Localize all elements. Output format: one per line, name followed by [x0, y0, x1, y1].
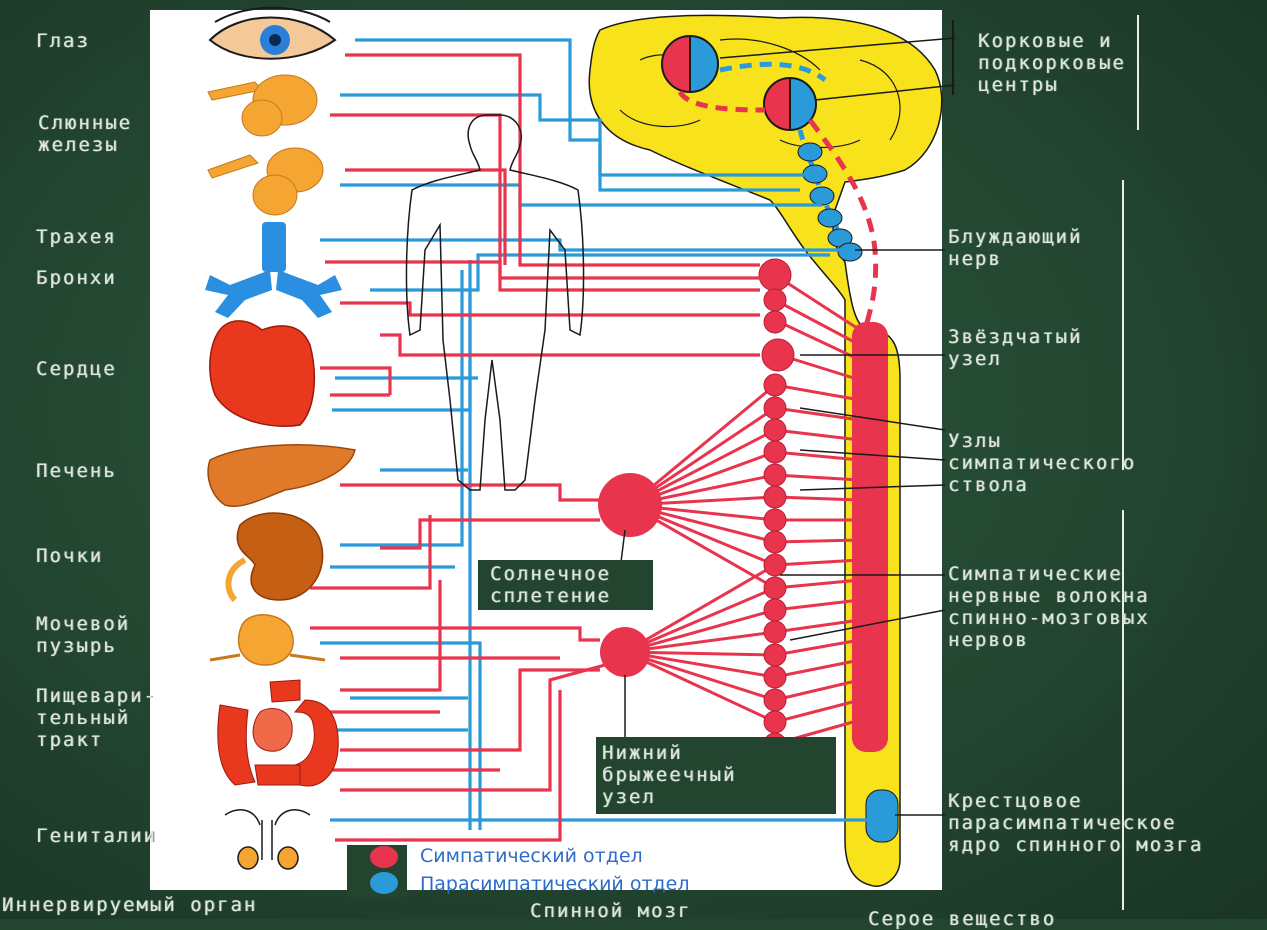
kidney-illustration [237, 513, 322, 600]
digestive-tract-illustration [218, 680, 338, 786]
solar-plexus-node [598, 473, 662, 537]
sympathetic-fibers [310, 55, 760, 840]
label-vagus-nerve: Блуждающий нерв [948, 226, 1082, 270]
right-bracket-line-mid [1122, 180, 1124, 470]
organ-label-bronchi: Бронхи [36, 267, 117, 289]
label-mesenteric-ganglion: Нижний брыжеечный узел [602, 742, 736, 808]
label-sympathetic-trunk-nodes: Узлы симпатического ствола [948, 430, 1136, 496]
label-solar-plexus: Солнечное сплетение [490, 563, 611, 607]
salivary-gland-upper [208, 75, 317, 136]
organ-label-kidneys: Почки [36, 545, 103, 567]
organ-label-bladder: Мочевой пузырь [36, 613, 130, 657]
cortical-center-1 [662, 36, 718, 92]
organ-label-trachea: Трахея [36, 226, 117, 248]
organ-label-heart: Сердце [36, 358, 117, 380]
legend-parasympathetic-icon [370, 872, 398, 894]
legend-sympathetic-icon [370, 846, 398, 868]
salivary-gland-lower [208, 148, 323, 215]
organ-label-liver: Печень [36, 460, 117, 482]
label-innervated-organ: Иннервируемый орган [2, 894, 257, 916]
left-bracket-line [952, 20, 954, 95]
liver-illustration [208, 445, 355, 507]
genitals-illustration [225, 810, 310, 869]
bladder-illustration [210, 615, 325, 665]
organ-label-digestive-tract: Пищевари- тельный тракт [36, 685, 157, 751]
cortical-center-2 [764, 78, 816, 130]
label-stellate-ganglion: Звёздчатый узел [948, 326, 1082, 370]
label-cortical-centers: Корковые и подкорковые центры [978, 30, 1126, 96]
organ-label-eye: Глаз [36, 30, 90, 52]
organ-label-genitals: Гениталии [36, 825, 157, 847]
organ-label-salivary-glands: Слюнные железы [38, 112, 132, 156]
right-bracket-line-top [1137, 15, 1139, 130]
trachea-bronchi-illustration [205, 222, 342, 318]
sacral-nucleus [866, 790, 898, 842]
label-sacral-nucleus: Крестцовое парасимпатическое ядро спинно… [948, 790, 1203, 856]
sympathetic-trunk-nodes [759, 259, 794, 755]
label-sympathetic-fibers: Симпатические нервные волокна спинно-моз… [948, 563, 1150, 651]
legend-sympathetic-label: Симпатический отдел [420, 845, 643, 867]
heart-illustration [210, 321, 315, 426]
eye-illustration [210, 8, 335, 59]
legend-parasympathetic-label: Парасимпатический отдел [420, 873, 689, 895]
mesenteric-node [600, 627, 650, 677]
gray-matter [852, 322, 888, 752]
label-gray-matter: Серое вещество [868, 908, 1056, 930]
